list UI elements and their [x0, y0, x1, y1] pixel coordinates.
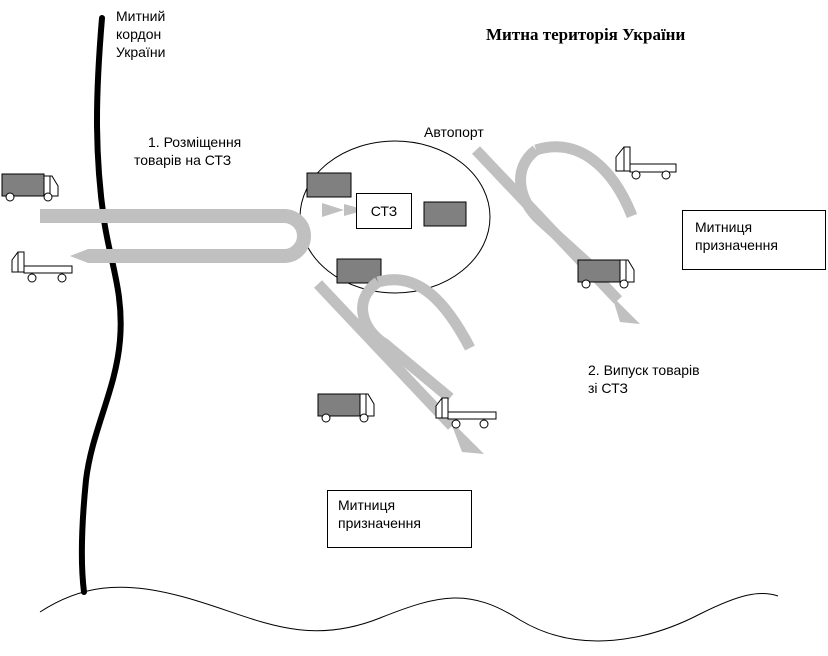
release-arrow-lower-head [450, 420, 484, 454]
truck-empty [615, 146, 677, 180]
step1-label-line-2: товарів на СТЗ [134, 152, 232, 168]
truck-loaded [1, 173, 59, 202]
border-label-line-1: Митний [116, 8, 166, 24]
stz-box: СТЗ [356, 193, 412, 229]
release-arrow-upper-head [612, 296, 640, 324]
step2-label-line-2: зі СТЗ [588, 380, 628, 396]
border-label-line-2: кордон [116, 26, 162, 42]
autoport-label: Автопорт [424, 124, 484, 140]
placement-arrow-head-right [322, 203, 344, 217]
destination-bottom-line-2: призначення [338, 515, 421, 531]
destination-right-line-2: призначення [695, 237, 778, 253]
destination-right-line-1: Митниця [695, 219, 753, 235]
step1-label-line-1: 1. Розміщення [148, 134, 242, 150]
release-arrow-lower [313, 274, 475, 430]
truck-loaded [317, 393, 375, 423]
truck-empty [435, 397, 497, 429]
truck-empty [11, 251, 73, 283]
stz-label: СТЗ [370, 203, 398, 219]
customs-border-line [78, 15, 124, 595]
diagram-title: Митна територія України [486, 25, 686, 44]
destination-customs-right: Митниця призначення [682, 210, 826, 270]
warehouse-block [306, 172, 352, 198]
destination-bottom-line-1: Митниця [338, 497, 396, 513]
step2-label-line-1: 2. Випуск товарів [588, 362, 700, 378]
placement-arrow-head [326, 204, 366, 216]
return-arrow-head-left [70, 249, 88, 263]
border-label-line-3: України [116, 44, 166, 60]
placement-arrow [40, 209, 311, 263]
destination-customs-bottom: Митниця призначення [327, 490, 472, 548]
truck-loaded [577, 259, 635, 289]
sea-wave-line [39, 586, 779, 642]
warehouse-block [423, 201, 467, 227]
